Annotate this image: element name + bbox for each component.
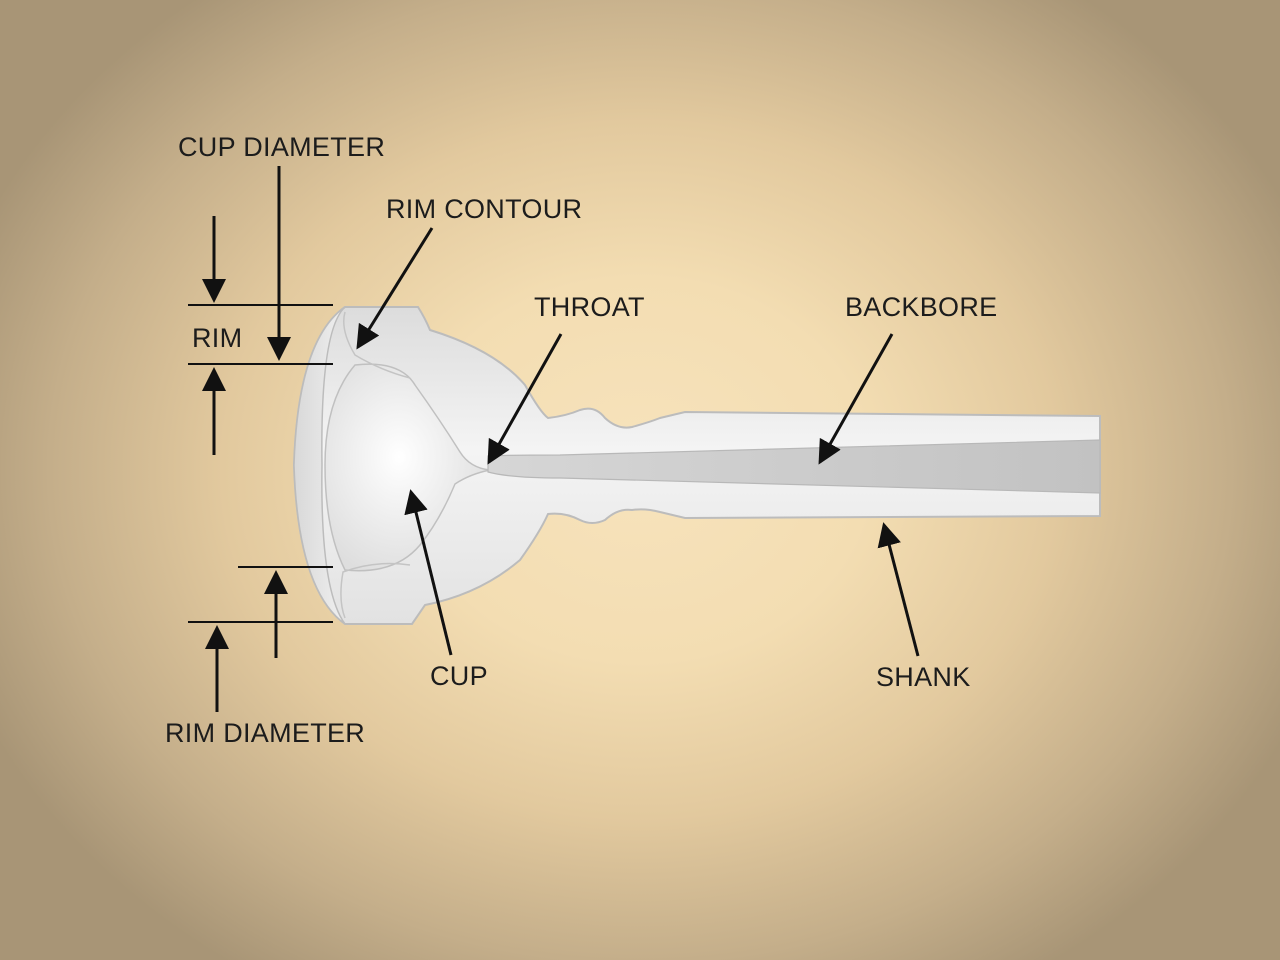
label-throat: THROAT	[534, 292, 645, 322]
rim-face	[293, 306, 346, 625]
cup-arrow	[404, 489, 453, 656]
rim-contour-top	[343, 311, 411, 379]
rim-contour-bottom	[340, 562, 411, 619]
label-shank: SHANK	[876, 662, 971, 692]
shank-arrow	[877, 522, 920, 657]
label-rim-diameter: RIM DIAMETER	[165, 718, 366, 748]
rim-contour-arrow	[356, 227, 434, 350]
label-rim: RIM	[192, 323, 243, 353]
label-cup: CUP	[430, 661, 488, 691]
cup-bowl	[324, 363, 491, 572]
label-rim-contour: RIM CONTOUR	[386, 194, 583, 224]
label-cup-diameter: CUP DIAMETER	[178, 132, 386, 162]
label-backbore: BACKBORE	[845, 292, 998, 322]
arrows	[202, 166, 920, 712]
backbore-arrow	[818, 333, 894, 465]
dimension-lines	[188, 304, 333, 623]
throat-arrow	[487, 333, 563, 465]
